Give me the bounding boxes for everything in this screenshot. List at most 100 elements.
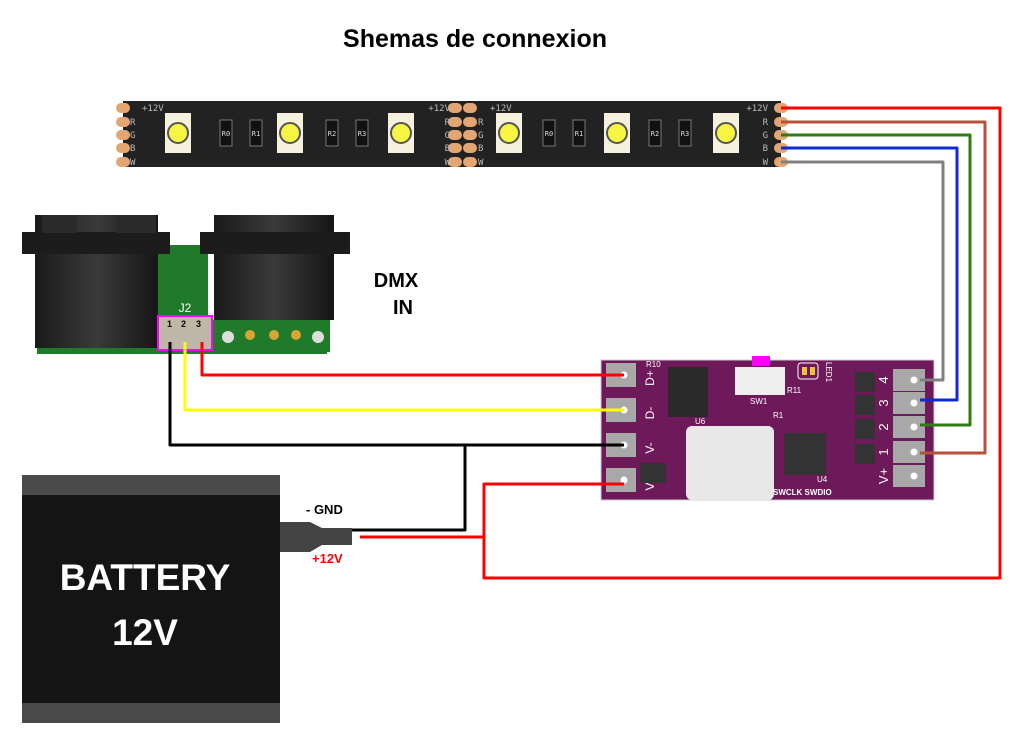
dmx-label: DMX [374,270,419,292]
r1-label: R1 [773,411,784,420]
strip-pad-label: W [763,158,769,168]
u4-mcu [784,433,826,475]
mosfet [855,419,875,439]
strip-pad [448,143,462,153]
pin-3-label: 3 [196,319,201,329]
resistor-label: R1 [252,130,260,138]
strip-pad [448,130,462,140]
j2-label: J2 [179,301,192,315]
strip-pad [463,117,477,127]
battery: BATTERY 12V [22,475,352,723]
strip-pad-label: B [763,144,768,154]
pad-hole [910,423,918,431]
led-lens [606,122,628,144]
led1-component [797,362,819,380]
strip-pad-label: R [478,118,484,128]
right-pad-label: 2 [876,423,891,430]
debug-label: SWCLK SWDIO [773,488,832,497]
resistor [542,119,556,147]
led-lens [279,122,301,144]
right-pad-label: 3 [876,399,891,406]
strip-pad-label: R [445,118,451,128]
pad-hole [910,376,918,384]
resistor-label: R0 [545,130,553,138]
strip-pad-label: W [130,158,136,168]
r11-label: R11 [787,386,802,395]
right-pad [893,441,925,463]
resistor-label: R3 [358,130,366,138]
led-lens [390,122,412,144]
sw1-actuator[interactable] [752,356,770,366]
right-pad [893,416,925,438]
battery-label: BATTERY [60,557,231,598]
sw1-label: SW1 [750,397,768,406]
left-pad-label: D- [643,407,657,420]
strip-pad-label: G [130,131,135,141]
resistor [678,119,692,147]
u6-chip [668,367,708,417]
v12-label: +12V [312,551,343,566]
mosfet [855,395,875,415]
page-title: Shemas de connexion [343,25,607,53]
strip-pad-label: G [445,131,450,141]
strip-pad-label: B [130,144,135,154]
wire-white-channel [781,160,945,382]
strip-pad [116,157,130,167]
right-pad [893,392,925,414]
wire-dmx-red [200,342,624,377]
resistor-label: R3 [681,130,689,138]
strip-pad-label: +12V [490,104,512,114]
strip-pad-label: B [478,144,483,154]
resistor [219,119,233,147]
strip-pad-label: B [445,144,450,154]
u2-regulator [640,463,666,483]
xlr-male-connector [22,215,170,348]
xlr-female-connector [200,215,350,343]
strip-pad [448,157,462,167]
u4-label: U4 [817,475,828,484]
wire-blue-channel [781,146,959,402]
pin-2-label: 2 [181,319,186,329]
right-pad-label: 1 [876,448,891,455]
mosfet [855,372,875,392]
strip-pad [463,103,477,113]
right-pad [893,465,925,487]
left-pad-label: D+ [643,370,657,386]
led-lens [167,122,189,144]
pad-hole [910,448,918,456]
wire-gnd [168,342,624,532]
strip-pad-label: W [445,158,451,168]
strip-pad [448,103,462,113]
strip-pad-label: +12V [142,104,164,114]
strip-pad [463,143,477,153]
right-pad [893,369,925,391]
wire-green-channel [781,133,972,427]
strip-pad [116,130,130,140]
pad-hole [620,476,628,484]
pad-hole [910,472,918,480]
resistor-label: R2 [651,130,659,138]
resistor [325,119,339,147]
sw1-button[interactable] [735,367,785,395]
usb-c-connector[interactable] [686,426,774,500]
strip-pad [116,103,130,113]
battery-cable-plug [280,522,352,552]
led-lens [498,122,520,144]
strip-pad-label: G [763,131,768,141]
strip-pad [463,157,477,167]
resistor-label: R0 [222,130,230,138]
resistor [249,119,263,147]
strip-pad-label: R [130,118,136,128]
left-pad-label: V- [643,442,657,453]
right-pad-label: 4 [876,376,891,383]
wire-12v [360,106,1002,580]
resistor-label: R1 [575,130,583,138]
pin-1-label: 1 [167,319,172,329]
wires [168,106,1002,580]
resistor [572,119,586,147]
wire-dmx-data [183,342,624,412]
battery-voltage-label: 12V [112,612,178,653]
strip-pad-label: +12V [428,104,450,114]
strip-pad [116,117,130,127]
